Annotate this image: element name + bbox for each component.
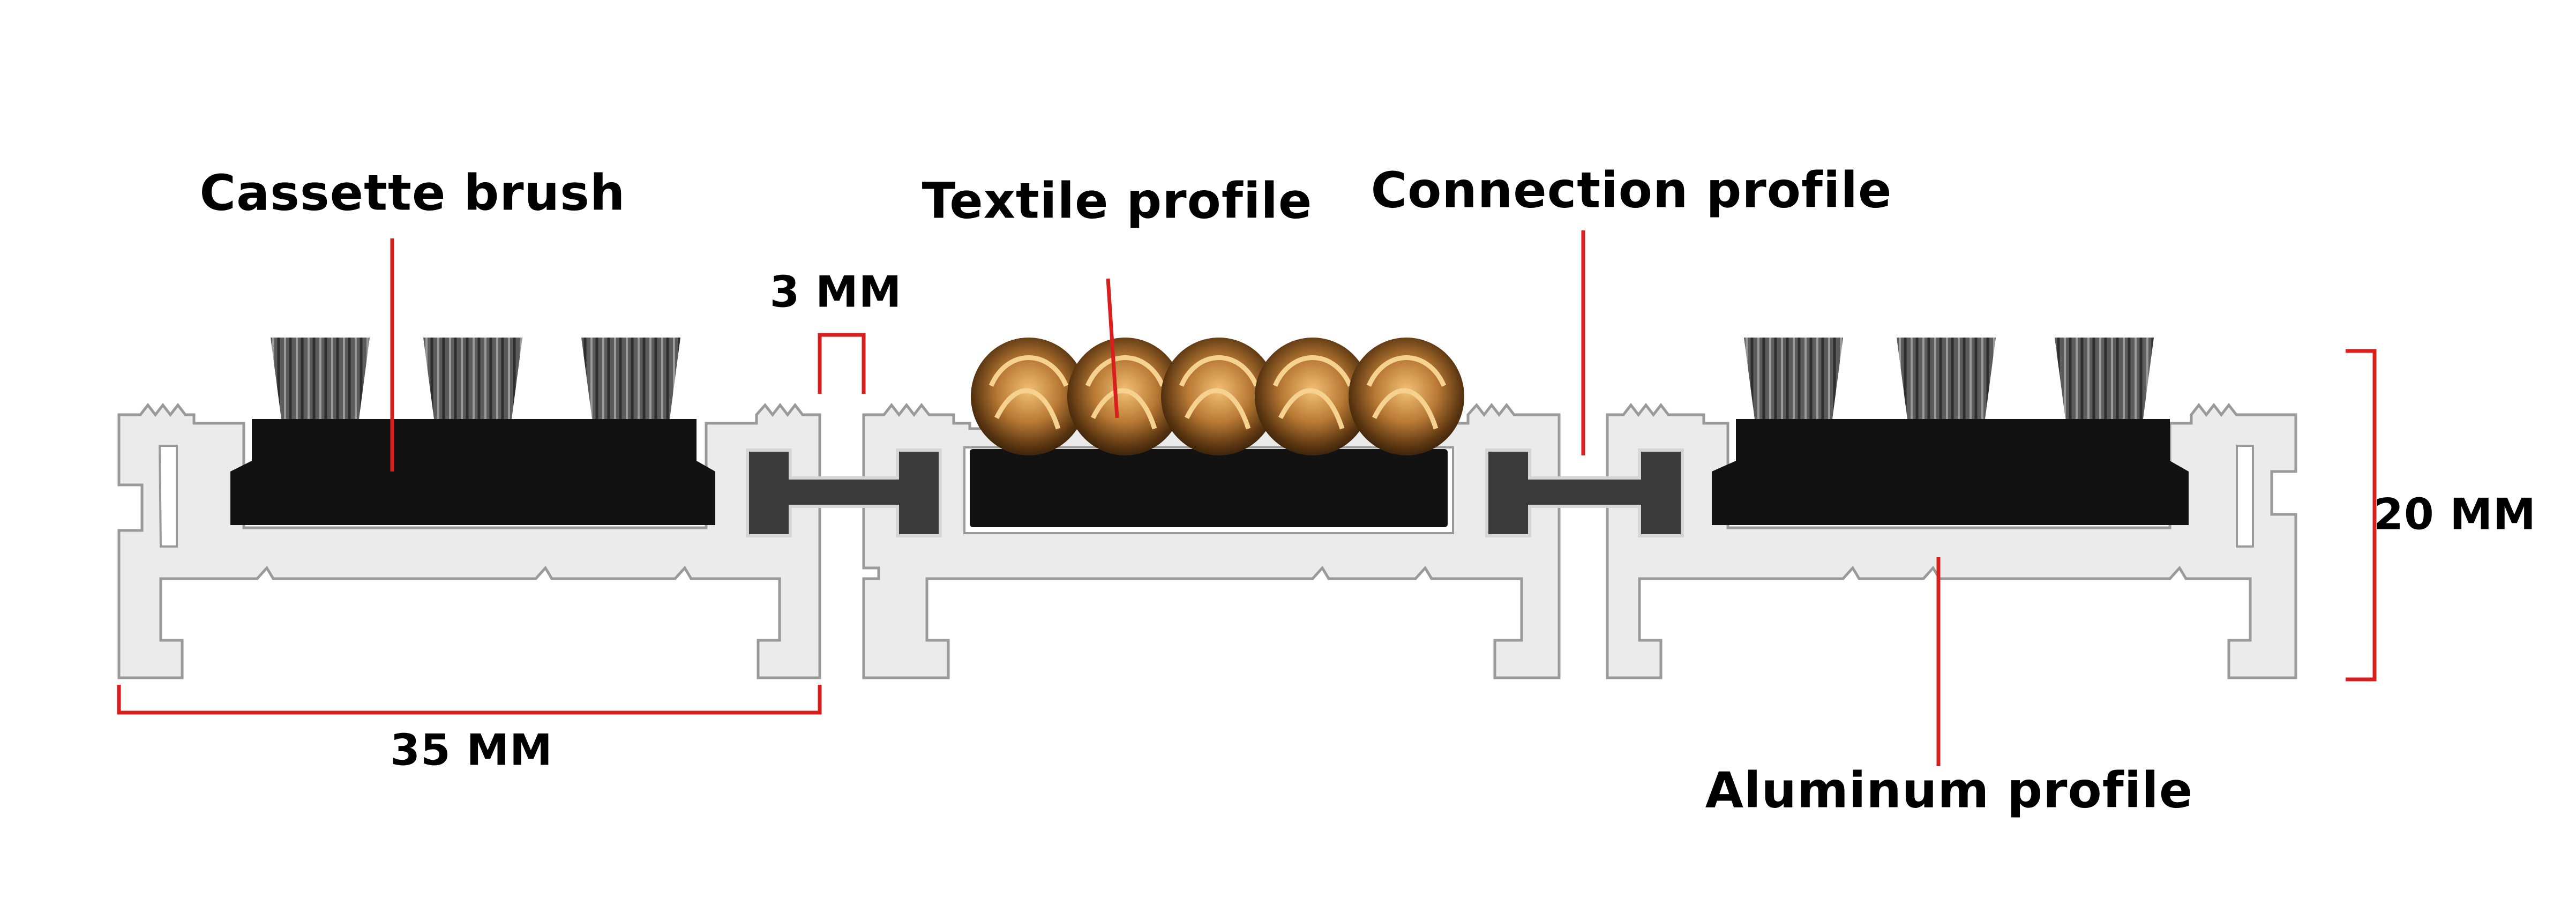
left-profile-body <box>117 402 821 679</box>
bristle-tuft <box>271 338 370 419</box>
textile-loop <box>1161 338 1277 455</box>
bristle-tuft <box>1897 338 1996 419</box>
right-bristle-tufts <box>1744 338 2154 419</box>
textile-fibre-loops <box>971 338 1464 455</box>
gap-dimension-marker <box>818 333 866 394</box>
left-aluminum-profile <box>117 402 821 679</box>
gap-dimension-label: 3 MM <box>769 267 902 317</box>
bristle-tuft <box>1744 338 1843 419</box>
left-bristle-tufts <box>271 338 680 419</box>
width-dimension-marker <box>117 685 822 715</box>
cassette-brush-label: Cassette brush <box>199 164 626 222</box>
aluminum-profile-label: Aluminum profile <box>1705 761 2193 819</box>
right-connection-profile <box>1485 448 1684 537</box>
textile-loop <box>971 338 1087 455</box>
bristle-tuft <box>423 338 522 419</box>
centre-textile-insert <box>970 449 1448 527</box>
textile-loop <box>1349 338 1464 455</box>
left-profile-cavity <box>158 445 178 548</box>
textile-loop <box>1067 338 1183 455</box>
left-connection-profile <box>746 448 942 537</box>
textile-loop <box>1255 338 1371 455</box>
width-dimension-label: 35 MM <box>390 725 553 775</box>
bristle-tuft <box>581 338 680 419</box>
connection-profile-label: Connection profile <box>1371 161 1892 219</box>
height-dimension-marker <box>2346 349 2377 682</box>
textile-profile-label: Textile profile <box>922 172 1313 230</box>
right-profile-body <box>1606 402 2297 679</box>
right-brush-insert <box>1712 419 2189 525</box>
right-profile-cavity <box>2236 445 2254 548</box>
left-brush-insert <box>230 419 715 525</box>
textile-profile-leader <box>1106 278 1119 418</box>
right-aluminum-profile <box>1606 402 2297 679</box>
height-dimension-label: 20 MM <box>2373 489 2536 540</box>
bristle-tuft <box>2055 338 2154 419</box>
